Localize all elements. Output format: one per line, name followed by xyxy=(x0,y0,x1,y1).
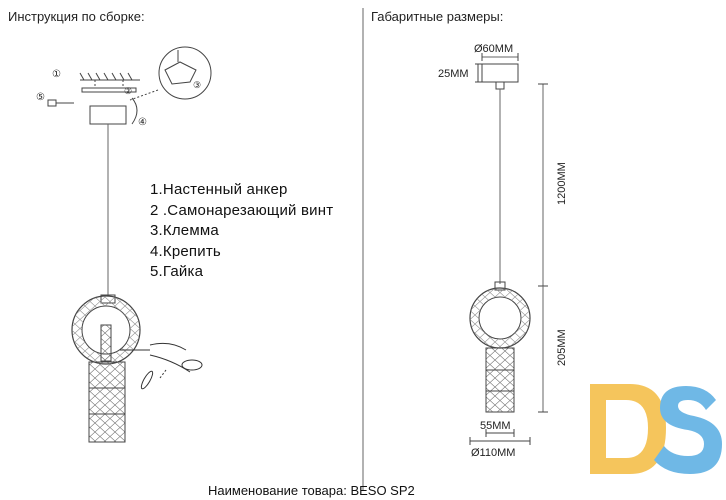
dim-tube xyxy=(485,347,515,413)
callout-4: ④ xyxy=(138,117,147,128)
assembly-drawing xyxy=(47,46,212,443)
callout-1: ① xyxy=(52,69,61,80)
detail-circle xyxy=(158,46,212,100)
legend-item-5: 5.Гайка xyxy=(150,263,204,280)
dim-cable-length: 1200MM xyxy=(556,162,568,205)
rotate-arrow xyxy=(131,97,138,125)
assembly-heading: Инструкция по сборке: xyxy=(8,9,145,24)
dim-tube-diameter: 55MM xyxy=(480,420,511,432)
legend-item-3: 3.Клемма xyxy=(150,222,219,239)
mounting-bar xyxy=(81,87,137,93)
dim-canopy-height: 25MM xyxy=(438,68,469,80)
dim-canopy-diameter: Ø60MM xyxy=(474,43,514,55)
legend-item-1: 1.Настенный анкер xyxy=(150,181,288,198)
callout-5: ⑤ xyxy=(36,92,45,103)
pliers-tool xyxy=(120,342,203,390)
product-name: Наименование товара: BESO SP2 xyxy=(208,483,415,498)
bulb-module xyxy=(100,324,112,362)
dim-shade-height: 205MM xyxy=(556,329,568,366)
callout-3: ③ xyxy=(193,80,202,90)
canopy xyxy=(89,105,127,125)
tube-shade xyxy=(88,361,126,443)
ds-logo xyxy=(590,384,722,474)
dimensions-heading: Габаритные размеры: xyxy=(371,9,504,24)
legend-item-4: 4.Крепить xyxy=(150,243,221,260)
callout-2: ② xyxy=(124,86,133,96)
legend-item-2: 2 .Самонарезающий винт xyxy=(150,202,334,219)
dimension-drawing xyxy=(469,53,548,445)
dim-ring-diameter: Ø110MM xyxy=(471,447,516,459)
logo-letter-d xyxy=(590,384,666,474)
logo-letter-s xyxy=(654,386,722,474)
ceiling-hatch xyxy=(79,72,140,81)
dim-canopy xyxy=(481,63,519,83)
dim-ring-inner xyxy=(478,296,522,340)
